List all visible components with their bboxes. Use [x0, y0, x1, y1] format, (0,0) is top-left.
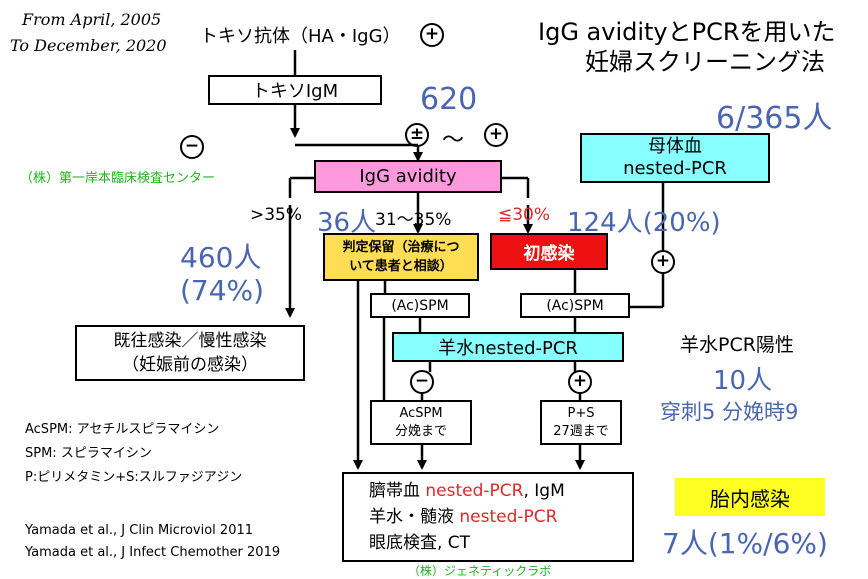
- ps-until-27w-box: P+S 27週まで: [540, 400, 622, 445]
- past-infection-line1: 既往感染／慢性感染: [113, 331, 267, 351]
- acspm-until-line1: AcSPM: [399, 405, 443, 421]
- acspm-until-delivery-box: AcSPM 分娩まで: [370, 400, 472, 445]
- legend-acspm: AcSPM: アセチルスピラマイシン: [25, 422, 220, 437]
- acspm-until-line2: 分娩まで: [394, 423, 447, 439]
- period-end: To December, 2020: [10, 36, 167, 55]
- toxo-igm-box: トキソIgM: [208, 75, 382, 105]
- neonatal-test-box: 臍帯血 nested-PCR, IgM 羊水・髄液 nested-PCR 眼底検…: [342, 472, 634, 562]
- plus-sign-antibody: +: [420, 23, 444, 47]
- past-infection-box: 既往感染／慢性感染 （妊娠前の感染）: [75, 325, 305, 381]
- count-620: 620: [420, 82, 478, 117]
- lab-first-kishimoto: （株）第一岸本臨床検査センター: [20, 171, 216, 186]
- fundus-ct-line: 眼底検査, CT: [369, 533, 471, 553]
- primary-infection-box: 初感染: [490, 233, 608, 270]
- count-7: 7人(1%/6%): [662, 527, 828, 560]
- tilde-sign: 〜: [442, 128, 465, 153]
- amniotic-csf-pcr: nested-PCR: [459, 507, 558, 527]
- threshold-gt35: >35%: [250, 205, 303, 225]
- plus-minus-sign: ±: [405, 123, 429, 147]
- amniotic-positive-label: 羊水PCR陽性: [680, 334, 794, 356]
- cord-blood-line: 臍帯血 nested-PCR, IgM: [369, 478, 565, 504]
- ps-until-line1: P+S: [567, 405, 595, 421]
- maternal-pcr-line1: 母体血: [648, 136, 702, 157]
- plus-sign-amniotic: +: [568, 370, 592, 394]
- amniotic-breakdown: 穿刺5 分娩時9: [660, 400, 799, 424]
- cord-blood-text: 臍帯血: [369, 481, 426, 501]
- cord-blood-pcr: nested-PCR: [425, 481, 524, 501]
- amniotic-csf-text: 羊水・髄液: [369, 507, 460, 527]
- congenital-infection-box: 胎内感染: [675, 478, 825, 516]
- reference-2019: Yamada et al., J Infect Chemother 2019: [25, 545, 281, 560]
- percent-74: (74%): [180, 274, 265, 307]
- past-infection-line2: （妊娠前の感染）: [122, 355, 258, 375]
- spm-right-box: (Ac)SPM: [520, 293, 630, 318]
- plus-sign-maternal: +: [651, 250, 675, 274]
- reference-2011: Yamada et al., J Clin Microviol 2011: [25, 523, 254, 538]
- threshold-le30: ≦30%: [498, 205, 551, 225]
- minus-sign-amniotic: −: [410, 370, 434, 394]
- maternal-pcr-line2: nested-PCR: [623, 158, 727, 179]
- minus-sign-igm: −: [180, 135, 204, 159]
- legend-ps: P:ピリメタミン+S:スルファジアジン: [25, 470, 243, 485]
- period-start: From April, 2005: [22, 10, 162, 29]
- legend-spm: SPM: スピラマイシン: [25, 446, 152, 461]
- count-10: 10人: [713, 366, 773, 396]
- cord-blood-igm: , IgM: [523, 481, 565, 501]
- igg-avidity-box: IgG avidity: [314, 160, 502, 193]
- title-line1: IgG avidityとPCRを用いた: [538, 18, 836, 46]
- title-line2: 妊婦スクリーニング法: [585, 48, 825, 76]
- lab-genetic: （株）ジェネティックラボ: [408, 564, 552, 578]
- count-maternal: 6/365人: [716, 101, 833, 136]
- pending-line2: いて患者と相談）: [349, 259, 453, 274]
- toxo-antibody-label: トキソ抗体（HA・IgG）: [200, 26, 401, 47]
- spm-left-box: (Ac)SPM: [370, 293, 470, 318]
- plus-sign-igm: +: [484, 123, 508, 147]
- maternal-pcr-box: 母体血 nested-PCR: [580, 133, 770, 183]
- amniotic-pcr-box: 羊水nested-PCR: [392, 332, 624, 362]
- amniotic-csf-line: 羊水・髄液 nested-PCR: [369, 504, 557, 530]
- threshold-range: 31〜35%: [375, 210, 452, 230]
- pending-line1: 判定保留（治療につ: [342, 240, 460, 255]
- pending-judgement-box: 判定保留（治療につ いて患者と相談）: [323, 233, 479, 281]
- count-460: 460人: [180, 241, 262, 274]
- ps-until-line2: 27週まで: [553, 423, 609, 439]
